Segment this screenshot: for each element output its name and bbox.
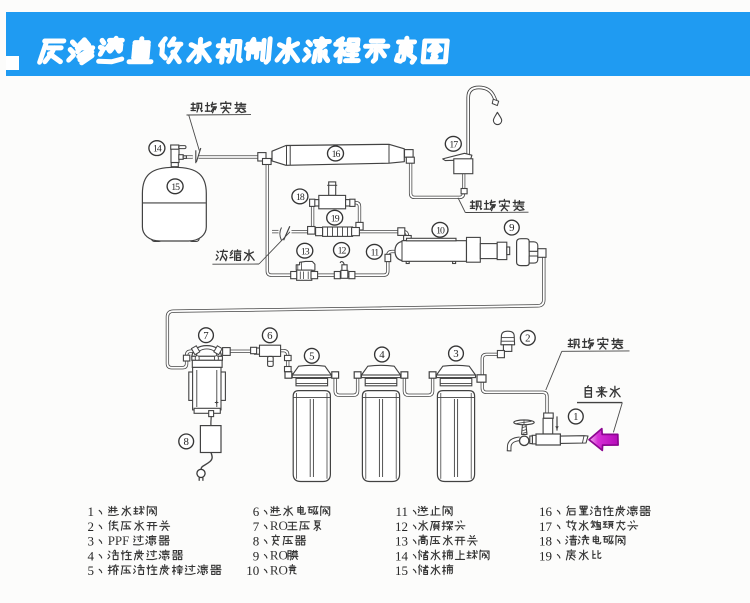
svg-text:12: 12 — [395, 519, 408, 534]
svg-text:5: 5 — [309, 350, 314, 362]
svg-text:1: 1 — [573, 411, 578, 423]
svg-text:3: 3 — [88, 534, 95, 549]
svg-text:6: 6 — [267, 330, 273, 342]
svg-text:16: 16 — [332, 149, 341, 160]
svg-text:4: 4 — [88, 548, 95, 563]
svg-text:17: 17 — [539, 519, 553, 534]
svg-text:3: 3 — [453, 348, 458, 360]
svg-text:13: 13 — [395, 534, 408, 549]
svg-text:17: 17 — [449, 139, 458, 150]
svg-text:14: 14 — [395, 548, 409, 563]
svg-text:19: 19 — [331, 213, 340, 224]
svg-text:14: 14 — [153, 144, 162, 155]
svg-text:11: 11 — [395, 504, 408, 519]
svg-text:2: 2 — [88, 519, 95, 534]
svg-text:7: 7 — [203, 330, 209, 342]
svg-text:RO: RO — [270, 518, 288, 533]
svg-text:10: 10 — [246, 563, 259, 578]
svg-text:18: 18 — [539, 534, 552, 549]
svg-text:12: 12 — [338, 246, 347, 257]
svg-text:19: 19 — [539, 548, 552, 563]
svg-text:8: 8 — [183, 436, 188, 448]
svg-text:7: 7 — [253, 519, 260, 534]
svg-text:11: 11 — [371, 247, 380, 258]
svg-text:5: 5 — [88, 563, 95, 578]
svg-text:RO: RO — [270, 548, 288, 563]
svg-text:9: 9 — [253, 548, 260, 563]
svg-text:15: 15 — [171, 182, 180, 193]
svg-text:13: 13 — [301, 246, 310, 257]
svg-text:9: 9 — [509, 222, 514, 234]
svg-text:4: 4 — [379, 349, 385, 361]
svg-text:1: 1 — [88, 504, 95, 519]
svg-text:10: 10 — [436, 225, 445, 236]
svg-text:15: 15 — [395, 563, 408, 578]
svg-text:6: 6 — [253, 504, 260, 519]
svg-text:2: 2 — [525, 332, 530, 344]
svg-text:PPF: PPF — [108, 533, 130, 548]
svg-text:8: 8 — [253, 534, 260, 549]
svg-text:RO: RO — [270, 562, 288, 577]
svg-text:16: 16 — [539, 504, 553, 519]
svg-text:18: 18 — [296, 192, 305, 203]
